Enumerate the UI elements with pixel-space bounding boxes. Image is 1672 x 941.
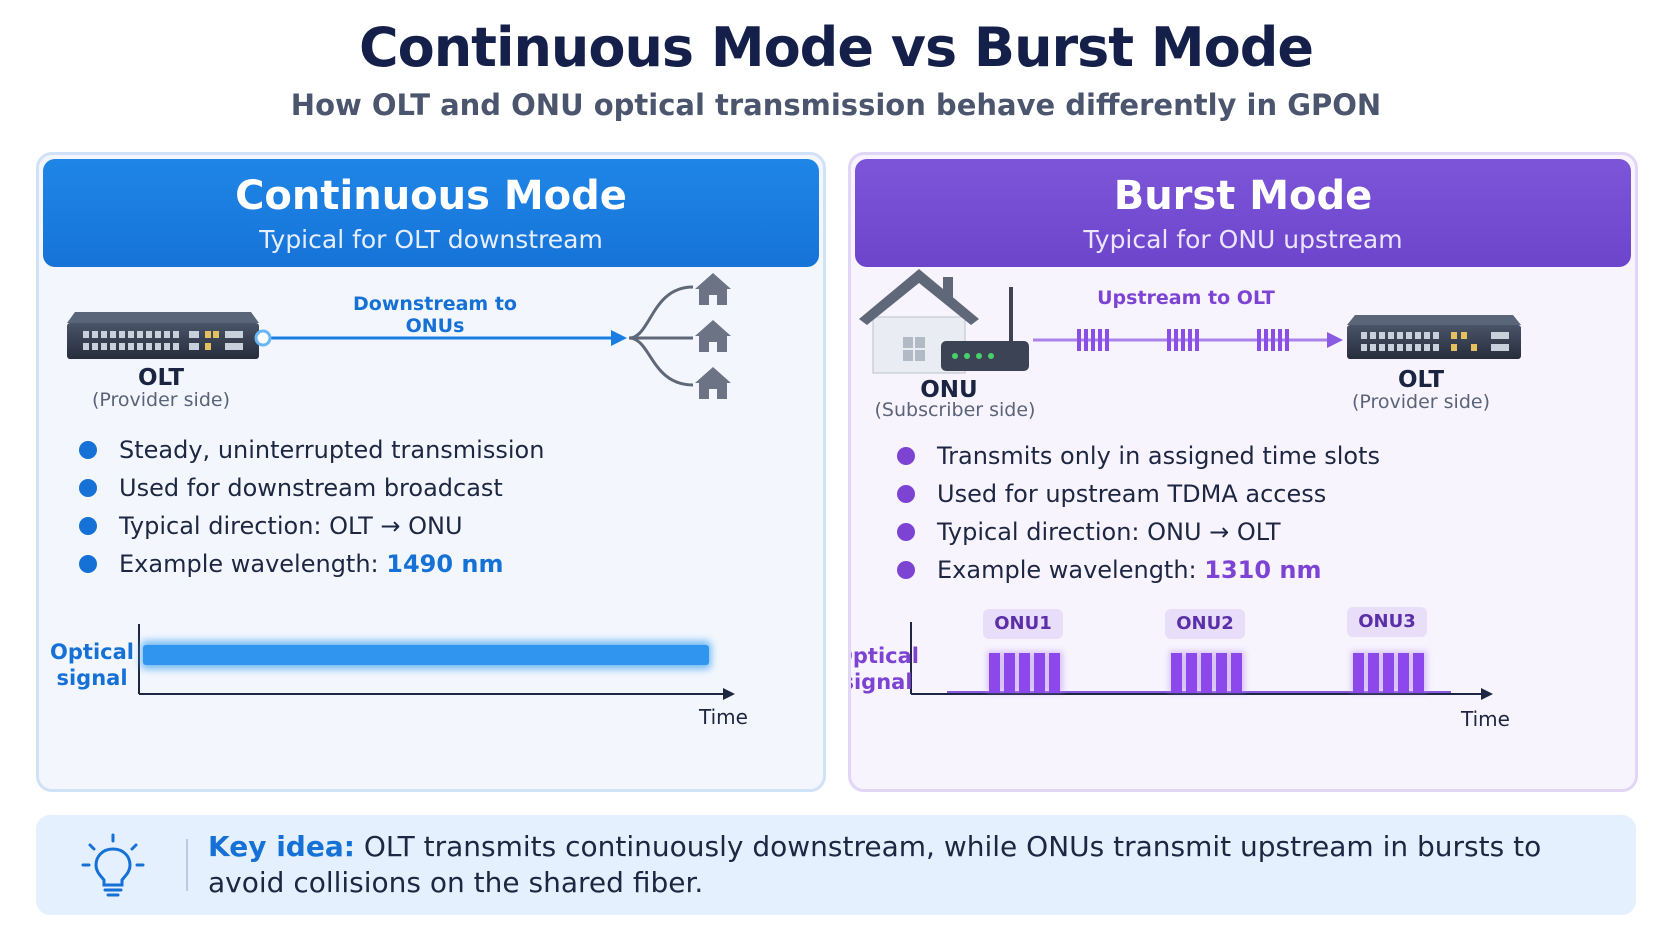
list-item: Typical direction: OLT → ONU [79, 507, 544, 545]
page-title: Continuous Mode vs Burst Mode [358, 16, 1314, 79]
bullet-dot-icon [79, 555, 97, 573]
burst-pulse [1019, 653, 1030, 693]
olt-device-icon [67, 312, 259, 359]
time-axis-label: Time [1461, 707, 1510, 731]
burst-packet [1105, 329, 1109, 351]
time-axis-label: Time [699, 705, 748, 729]
burst-pulse [1231, 653, 1242, 693]
page-subtitle: How OLT and ONU optical transmission beh… [290, 88, 1382, 122]
wavelength-value: 1310 nm [1204, 556, 1322, 584]
key-idea-text: Key idea: OLT transmits continuously dow… [208, 830, 1542, 899]
burst-onu-tag: ONU3 [1347, 607, 1427, 637]
burst-pulse [1004, 653, 1015, 693]
key-idea-banner: Key idea: OLT transmits continuously dow… [36, 815, 1636, 915]
burst-packet [1257, 329, 1261, 351]
burst-pulse [1216, 653, 1227, 693]
burst-packet [1188, 329, 1192, 351]
home-icon [695, 320, 731, 352]
olt-device-name: OLT [137, 365, 185, 391]
burst-pulse [1049, 653, 1060, 693]
bullet-dot-icon [79, 479, 97, 497]
burst-pulse [1034, 653, 1045, 693]
burst-pulse [1353, 653, 1364, 693]
burst-bullet-list: Transmits only in assigned time slots Us… [897, 437, 1380, 589]
burst-mode-panel: Burst Mode Typical for ONU upstream [848, 152, 1638, 792]
list-item: Transmits only in assigned time slots [897, 437, 1380, 475]
olt-device-name: OLT [1397, 367, 1445, 393]
bullet-dot-icon [79, 441, 97, 459]
continuous-bullet-list: Steady, uninterrupted transmission Used … [79, 431, 544, 583]
burst-pulse [1186, 653, 1197, 693]
continuous-mode-header: Continuous Mode Typical for OLT downstre… [43, 159, 819, 267]
burst-packet [1077, 329, 1081, 351]
home-icon [695, 367, 731, 399]
continuous-mode-panel: Continuous Mode Typical for OLT downstre… [36, 152, 826, 792]
continuous-diagram [67, 273, 735, 700]
olt-device-role: (Provider side) [91, 389, 231, 411]
burst-packet [1098, 329, 1102, 351]
burst-packet [1285, 329, 1289, 351]
upstream-flow-label: Upstream to OLT [1097, 287, 1275, 309]
fiber-burst-packets [1077, 329, 1289, 351]
burst-mode-heading: Burst Mode [1113, 173, 1373, 219]
burst-pulse [1398, 653, 1409, 693]
burst-pulse [1171, 653, 1182, 693]
olt-device-role: (Provider side) [1351, 391, 1491, 413]
list-item: Steady, uninterrupted transmission [79, 431, 544, 469]
olt-device-icon [1347, 315, 1521, 359]
bullet-dot-icon [897, 485, 915, 503]
list-item: Example wavelength: 1310 nm [897, 551, 1380, 589]
burst-diagram [859, 269, 1521, 700]
downstream-flow-label: Downstream to ONUs [353, 293, 517, 337]
burst-packet [1091, 329, 1095, 351]
burst-packet [1174, 329, 1178, 351]
list-item: Used for upstream TDMA access [897, 475, 1380, 513]
burst-packet [1195, 329, 1199, 351]
burst-packet [1278, 329, 1282, 351]
burst-pulse [1383, 653, 1394, 693]
burst-pulses [987, 651, 1427, 693]
downstream-arrow [254, 329, 627, 347]
bullet-dot-icon [897, 447, 915, 465]
wavelength-value: 1490 nm [386, 550, 504, 578]
burst-pulse [1201, 653, 1212, 693]
burst-signal-plot [910, 622, 1493, 700]
signal-axis-label: Optical signal [50, 640, 134, 690]
burst-packet [1264, 329, 1268, 351]
burst-packet [1167, 329, 1171, 351]
home-icon [695, 273, 731, 305]
burst-packet [1084, 329, 1088, 351]
burst-onu-tag: ONU1 [983, 609, 1063, 639]
bullet-dot-icon [79, 517, 97, 535]
burst-onu-tag: ONU2 [1165, 609, 1245, 639]
burst-packet [1271, 329, 1275, 351]
onu-device-name: ONU [920, 377, 978, 403]
burst-pulse [1368, 653, 1379, 693]
continuous-mode-heading: Continuous Mode [235, 173, 627, 219]
onu-device-role: (Subscriber side) [874, 399, 1036, 421]
splitter-branches [628, 285, 694, 387]
burst-pulse [989, 653, 1000, 693]
divider [186, 839, 188, 891]
continuous-signal-plot [138, 624, 735, 700]
list-item: Used for downstream broadcast [79, 469, 544, 507]
list-item: Example wavelength: 1490 nm [79, 545, 544, 583]
burst-packet [1181, 329, 1185, 351]
list-item: Typical direction: ONU → OLT [897, 513, 1380, 551]
bullet-dot-icon [897, 561, 915, 579]
router-icon [941, 287, 1029, 371]
burst-mode-header: Burst Mode Typical for ONU upstream [855, 159, 1631, 267]
signal-axis-label: Optical signal [848, 644, 919, 694]
upstream-arrow [1033, 329, 1343, 351]
bullet-dot-icon [897, 523, 915, 541]
lightbulb-icon [81, 833, 145, 897]
continuous-mode-subheading: Typical for OLT downstream [259, 225, 603, 254]
burst-pulse [1413, 653, 1424, 693]
key-idea-lead: Key idea: [208, 830, 355, 863]
burst-mode-subheading: Typical for ONU upstream [1083, 225, 1403, 254]
